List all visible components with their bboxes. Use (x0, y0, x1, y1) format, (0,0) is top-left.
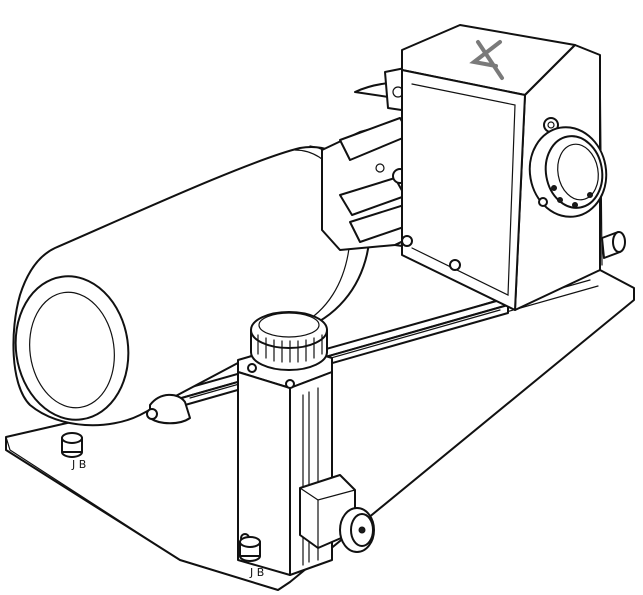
support-roller (146, 393, 191, 425)
side-adjust-knob (601, 231, 626, 259)
base-mark-front: J B (249, 566, 264, 579)
base-mark-left: J B (71, 458, 86, 471)
gearbox-knob (528, 126, 608, 218)
carriage-knob (339, 507, 375, 553)
left-post (61, 432, 83, 458)
front-post (239, 536, 261, 562)
brand-logo (469, 40, 504, 80)
gearbox-front (401, 69, 526, 311)
motor-end-cap (14, 275, 130, 421)
motor-housing (12, 145, 372, 427)
height-knob (250, 311, 328, 371)
